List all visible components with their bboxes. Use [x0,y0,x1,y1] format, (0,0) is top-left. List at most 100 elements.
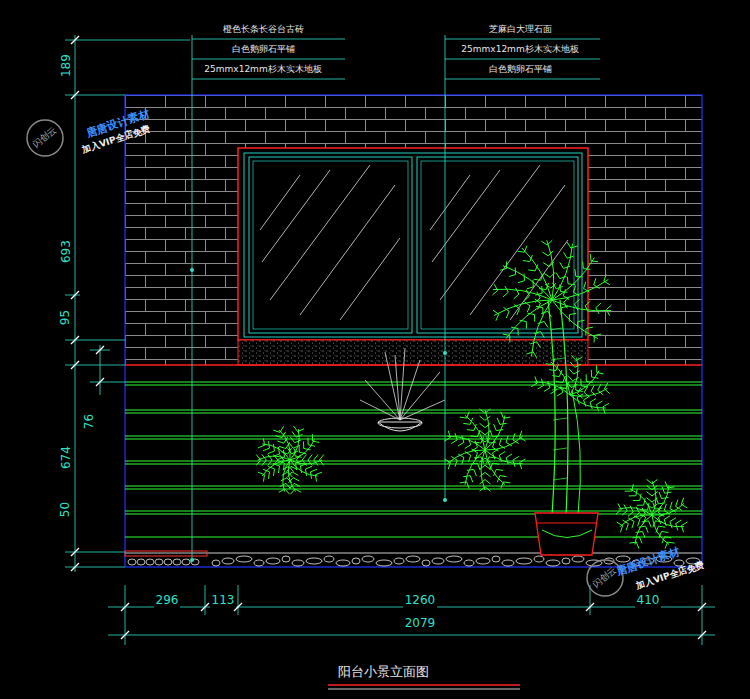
leaflet [480,472,485,476]
leaflet [518,281,525,283]
leaflet [642,508,645,514]
leaf [506,300,552,339]
leaflet [584,400,586,407]
pebble [394,558,404,564]
leaf [258,456,290,460]
leaf [552,244,573,300]
leaflet [538,321,545,323]
pebble [534,556,544,562]
leaflet [632,522,634,529]
leaflet [590,254,592,261]
leaflet [597,373,604,374]
leaflet [552,376,559,377]
leaflet [296,434,302,437]
leaflet [591,260,598,262]
leaflet [573,377,579,380]
leaflet [493,463,500,464]
leaflet [659,531,662,538]
leaflet [503,307,509,311]
leaflet [549,262,554,267]
leaflet [567,256,574,258]
leaflet [290,489,295,494]
leaflet [315,472,322,475]
leaf [652,486,669,515]
leaflet [306,466,313,469]
leaflet [295,440,301,443]
dimension: 189 [59,53,72,80]
leaflet [480,423,485,427]
leaflet [485,430,490,434]
leaflet [256,460,260,465]
leaflet [617,522,623,526]
leaflet [470,463,477,464]
leaflet [458,442,464,446]
leaflet [517,251,524,252]
leaflet [258,472,265,475]
leaflet [648,503,649,510]
leaflet [311,472,312,479]
leaflet [537,342,541,348]
pebble [306,558,322,564]
callout-note: 白色鹅卵石平铺 [232,45,295,55]
leaflet [548,251,553,256]
leaflet [636,531,643,532]
dimension: 76 [83,412,96,431]
leaflet [549,370,556,371]
leaflet [489,457,496,458]
leaflet [319,455,323,460]
leaflet [299,452,306,453]
leaflet [586,374,587,381]
leaflet [485,480,490,484]
leaflet [474,424,477,431]
leaflet [606,310,609,316]
pebble [146,559,154,565]
leaflet [570,362,575,367]
leaflet [275,436,282,438]
leaflet [262,460,266,465]
leaflet [544,273,550,277]
leaflet [463,423,470,424]
pebble [464,560,474,566]
leaflet [308,445,315,446]
leaflet [263,475,264,482]
leaflet [287,448,291,454]
leaflet [596,308,599,314]
leaf [262,444,290,460]
leaflet [293,478,299,481]
leaf [481,450,485,490]
leaflet [681,498,683,505]
dimension: 50 [59,500,72,519]
leaflet [534,315,535,322]
leaflet [262,455,266,460]
leaflet [676,506,682,510]
leaflet [460,482,467,483]
leaflet [563,289,565,296]
leaflet [292,432,296,438]
leaflet [313,441,320,442]
leaflet [448,463,450,470]
leaflet [497,418,500,425]
leaflet [616,510,621,515]
leaflet [539,289,546,290]
leaflet [485,465,490,469]
leaflet [670,502,672,509]
leaflet [681,526,683,533]
leaflet [505,286,508,292]
leaflet [301,464,308,467]
leaf [619,508,652,515]
leaflet [263,469,270,472]
leaflet [306,469,307,476]
leaflet [493,436,500,437]
leaflet [658,526,665,527]
leaf [570,371,599,395]
pebble [191,559,199,565]
leaflet [626,524,628,531]
pebble [292,560,304,566]
pebble [516,558,532,564]
leaflet [286,443,290,449]
pebble [282,556,290,562]
leaflet [312,434,313,441]
leaflet [287,478,292,483]
leaflet [556,364,559,371]
leaflet [541,311,548,313]
